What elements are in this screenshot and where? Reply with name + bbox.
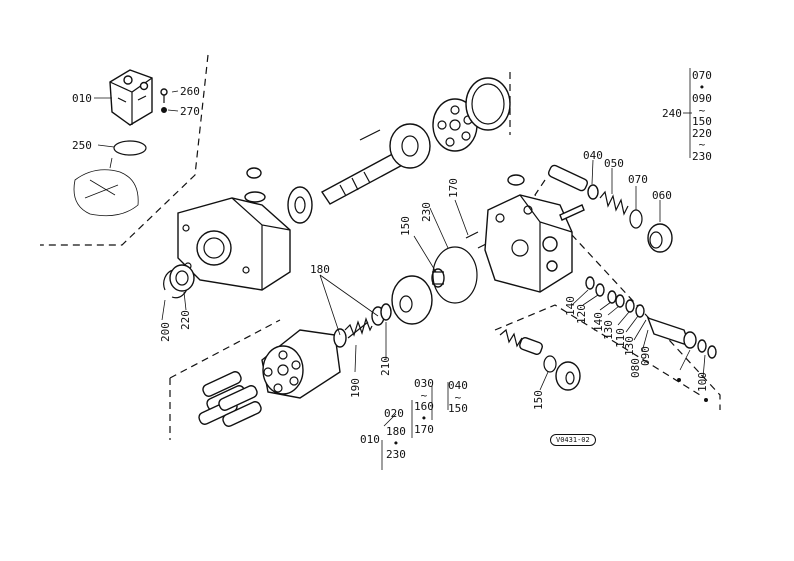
callout-100: 100 <box>696 372 709 392</box>
leader-dot <box>704 398 708 402</box>
callout-190: 190 <box>349 378 362 398</box>
drive-shaft <box>320 123 431 205</box>
callout-120: 120 <box>575 304 588 324</box>
part-210-ring <box>380 303 392 321</box>
valve-cap <box>507 174 525 186</box>
ghost-detail <box>84 157 119 199</box>
callout-040: 040 <box>583 149 603 162</box>
legend-group-040: 040 ~ 150 <box>448 379 468 415</box>
part-260-bolt <box>160 88 168 103</box>
part-070-oring <box>629 209 643 229</box>
callout-150-lower: 150 <box>532 390 545 410</box>
leader-lines <box>94 90 706 470</box>
leader-dot <box>677 378 681 382</box>
part-valve-plate <box>391 275 433 325</box>
part-150-gear <box>431 268 445 288</box>
part-180-shim <box>333 306 385 348</box>
callout-150-gear: 150 <box>399 216 412 236</box>
part-250-oring <box>113 140 147 156</box>
legend-020: 020 <box>384 407 404 420</box>
group-border-cylinder <box>169 319 281 440</box>
callout-180: 180 <box>310 263 330 276</box>
part-swash-ring <box>465 77 511 131</box>
callout-010: 010 <box>72 92 92 105</box>
callout-210: 210 <box>379 356 392 376</box>
callout-170: 170 <box>447 178 460 198</box>
pistons <box>198 371 262 427</box>
callout-080: 080 <box>629 358 642 378</box>
callout-200: 200 <box>159 322 172 342</box>
part-010-housing <box>109 69 153 126</box>
ghost-outline <box>73 169 139 217</box>
part-080-relief-valve <box>646 316 717 359</box>
valve-bolt <box>559 204 585 221</box>
callout-250: 250 <box>72 139 92 152</box>
callout-050: 050 <box>604 157 624 170</box>
callout-230: 230 <box>420 202 433 222</box>
valve-body <box>484 194 573 293</box>
part-270-washer <box>161 107 167 113</box>
part-230-oring <box>432 246 478 304</box>
part-060-plug <box>647 223 673 253</box>
part-spring-plunger <box>499 328 543 355</box>
callout-240: 240 <box>662 107 682 120</box>
callout-260: 260 <box>180 85 200 98</box>
callout-070: 070 <box>628 173 648 186</box>
callout-130-a: 130 <box>602 320 615 340</box>
part-cover-plug <box>555 361 581 391</box>
group-border-relief <box>494 304 701 396</box>
callout-220: 220 <box>179 310 192 330</box>
motor-housing <box>177 191 291 291</box>
part-220-oil-seal <box>169 264 195 292</box>
cylinder-block <box>261 329 341 399</box>
part-shaft-bearing <box>287 186 313 224</box>
callout-270: 270 <box>180 105 200 118</box>
part-cap <box>246 167 262 179</box>
legend-group-030: 030 ~ 160 • 170 <box>414 377 434 436</box>
callout-060: 060 <box>652 189 672 202</box>
legend-group-010: 180 • 230 <box>386 425 406 461</box>
part-050-spring <box>599 190 629 216</box>
group-240-list: 070 • 090 ~ 150 220 ~ 230 <box>692 69 712 163</box>
part-140-120-rings <box>585 276 645 318</box>
group-border-top-left <box>40 54 209 246</box>
part-190-spring <box>344 317 373 339</box>
callout-130-b: 130 <box>623 336 636 356</box>
part-040-spool <box>547 164 599 200</box>
drawing-code: V0431-02 <box>550 434 596 446</box>
legend-010: 010 <box>360 433 380 446</box>
part-150-oring-lower <box>543 355 557 373</box>
